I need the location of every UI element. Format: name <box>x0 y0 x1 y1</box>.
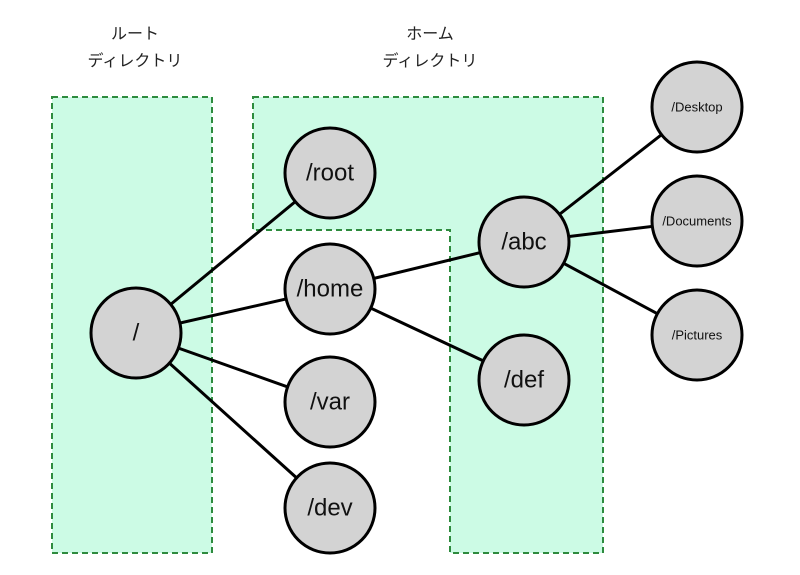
node-root: / <box>89 286 183 380</box>
node-dev-label: /dev <box>307 495 352 522</box>
node-abc: /abc <box>477 195 571 289</box>
node-pictures-label: /Pictures <box>672 328 723 343</box>
node-dev: /dev <box>283 461 377 555</box>
node-def-label: /def <box>504 367 544 394</box>
node-documents: /Documents <box>650 174 744 268</box>
node-pictures: /Pictures <box>650 288 744 382</box>
root-directory-caption-line1: ルート <box>110 24 159 43</box>
node-var-label: /var <box>310 389 350 416</box>
node-var: /var <box>283 355 377 449</box>
node-desktop: /Desktop <box>650 60 744 154</box>
home-directory-caption-line2: ディレクトリ <box>382 51 478 70</box>
node-root-dir: /root <box>283 126 377 220</box>
node-abc-label: /abc <box>501 229 546 256</box>
node-desktop-label: /Desktop <box>671 100 722 115</box>
nodes: / /root /home /var /dev /abc /def /Desk <box>89 60 744 555</box>
home-directory-caption-line1: ホーム <box>406 24 454 43</box>
node-documents-label: /Documents <box>662 214 732 229</box>
root-directory-caption: ルート ディレクトリ <box>60 20 210 74</box>
node-def: /def <box>477 333 571 427</box>
node-root-dir-label: /root <box>306 160 354 187</box>
home-directory-caption: ホーム ディレクトリ <box>355 20 505 74</box>
root-directory-caption-line2: ディレクトリ <box>87 51 183 70</box>
node-home-label: /home <box>297 276 364 303</box>
node-root-label: / <box>133 320 140 347</box>
node-home: /home <box>283 242 377 336</box>
